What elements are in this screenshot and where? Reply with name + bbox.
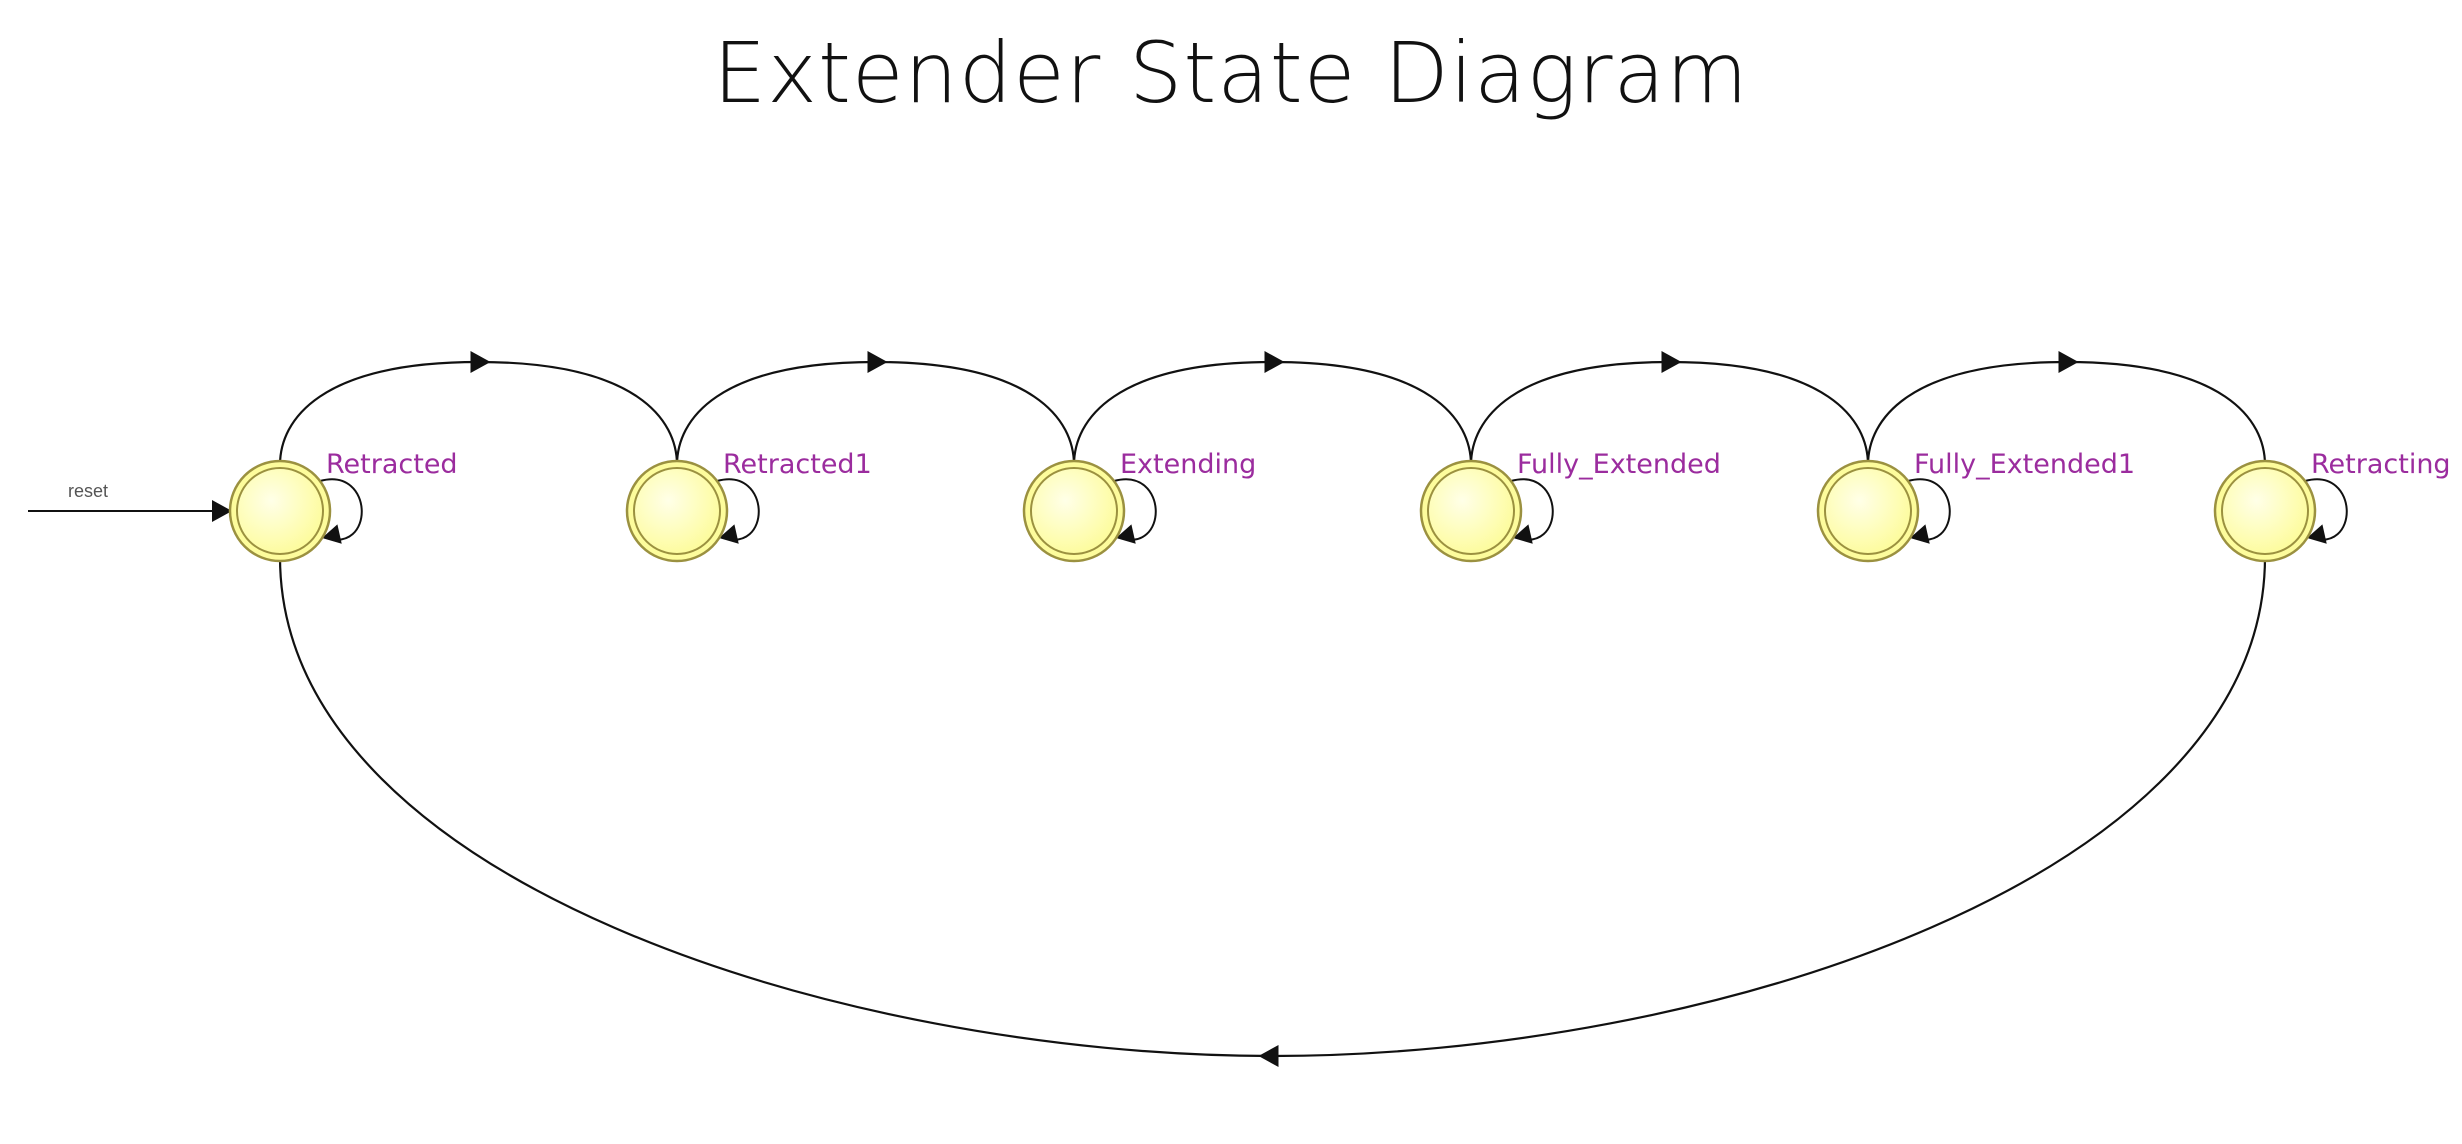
- states-layer: [228, 459, 2317, 563]
- self-loop-retracting-arrowhead: [2307, 524, 2327, 544]
- reset-label: reset: [68, 481, 108, 501]
- state-fully-extended[interactable]: [1419, 459, 1523, 563]
- state-label-retracting: Retracting: [2311, 449, 2451, 480]
- transition-fully-extended-to-fully-extended1-arrowhead: [1661, 351, 1682, 373]
- self-loop-fully-extended-arrowhead: [1513, 524, 1533, 544]
- self-loop-fully-extended1-arrowhead: [1910, 524, 1930, 544]
- state-retracted1[interactable]: [625, 459, 729, 563]
- transitions-layer: [28, 351, 2348, 1067]
- state-inner-circle: [236, 467, 324, 555]
- transition-retracting-to-retracted-arrowhead: [1258, 1045, 1279, 1067]
- labels-layer: reset Retracted Retracted1 Extending Fully_E…: [68, 449, 2451, 501]
- self-loop-extending-arrowhead: [1116, 524, 1136, 544]
- state-inner-circle: [1427, 467, 1515, 555]
- reset-arrowhead: [212, 500, 232, 522]
- state-label-extending: Extending: [1120, 449, 1256, 480]
- self-loop-retracted1-arrowhead: [719, 524, 739, 544]
- state-inner-circle: [1824, 467, 1912, 555]
- state-inner-circle: [633, 467, 721, 555]
- transition-retracting-to-retracted: [278, 556, 2267, 1058]
- state-retracting[interactable]: [2213, 459, 2317, 563]
- state-retracted[interactable]: [228, 459, 332, 563]
- transition-extending-to-fully-extended-arrowhead: [1264, 351, 1285, 373]
- state-inner-circle: [1030, 467, 1118, 555]
- state-fully-extended1[interactable]: [1816, 459, 1920, 563]
- transition-fully-extended1-to-retracting-arrowhead: [2058, 351, 2079, 373]
- page-title: Extender State Diagram: [713, 24, 1749, 122]
- state-extending[interactable]: [1022, 459, 1126, 563]
- state-label-fully-extended1: Fully_Extended1: [1914, 449, 2135, 480]
- state-label-retracted1: Retracted1: [723, 449, 872, 480]
- self-loop-retracted-arrowhead: [322, 524, 342, 544]
- state-label-fully-extended: Fully_Extended: [1517, 449, 1721, 480]
- transition-retracted-to-retracted1-arrowhead: [470, 351, 491, 373]
- transition-retracted1-to-extending-arrowhead: [867, 351, 888, 373]
- state-label-retracted: Retracted: [326, 449, 458, 480]
- state-inner-circle: [2221, 467, 2309, 555]
